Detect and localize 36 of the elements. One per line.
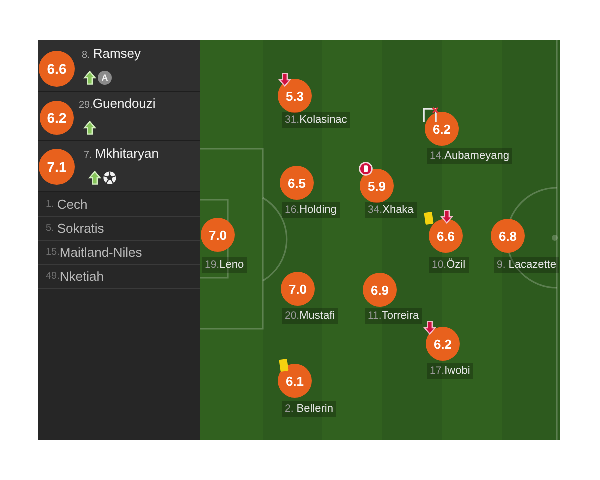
player-name: Aubameyang (444, 149, 510, 163)
shirt-number: 8. (82, 50, 90, 61)
player-name: Nketiah (60, 269, 104, 284)
shirt-number: 10. (432, 258, 447, 272)
player-name: Bellerin (296, 402, 334, 416)
player-name: Mkhitaryan (95, 146, 159, 161)
shirt-number: 11. (368, 309, 382, 323)
player-name: Maitland-Niles (60, 245, 142, 260)
player-name: Kolasinac (300, 113, 348, 127)
shirt-number: 9. (497, 258, 506, 272)
shirt-number: 31. (285, 113, 300, 127)
shirt-number: 14. (430, 149, 445, 163)
shirt-number: 16. (285, 203, 300, 217)
player-name: Torreira (382, 309, 420, 323)
shirt-number: 5. (46, 223, 54, 234)
player-name: Lacazette (508, 258, 556, 272)
shirt-number: 20. (285, 309, 300, 323)
player-name: Sokratis (57, 221, 104, 236)
player-name: Mustafi (300, 309, 336, 323)
shirt-number: 7. (84, 150, 92, 161)
shirt-number: 1. (46, 198, 54, 210)
player-name: Ramsey (93, 46, 142, 61)
player-name: Cech (57, 196, 88, 212)
shirt-number: 15. (46, 247, 60, 258)
shirt-number: 29. (79, 100, 93, 111)
player-name: Iwobi (444, 364, 470, 378)
player-name: Holding (300, 203, 337, 217)
player-name: Guendouzi (92, 96, 156, 111)
shirt-number: 19. (205, 258, 220, 272)
shirt-number: 49. (46, 271, 60, 282)
player-name: Özil (446, 258, 466, 272)
player-name: Xhaka (382, 203, 414, 217)
player-name: Leno (220, 258, 244, 272)
shirt-number: 2. (285, 402, 294, 416)
shirt-number: 34. (368, 203, 383, 217)
shirt-number: 17. (430, 364, 445, 378)
